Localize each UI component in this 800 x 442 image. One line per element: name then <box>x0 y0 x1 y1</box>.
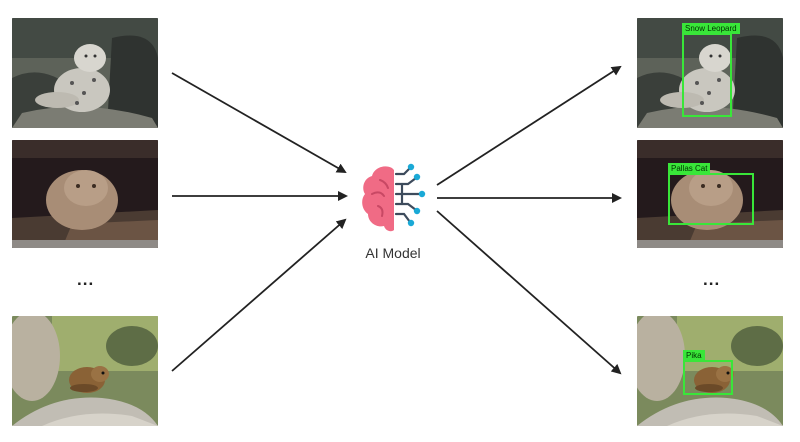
detection-box-snow-leopard: Snow Leopard <box>682 23 740 117</box>
input-ellipsis: ... <box>77 270 95 289</box>
detection-box-pika: Pika <box>683 350 733 395</box>
arrow-input-1-to-model <box>171 72 347 173</box>
detection-label-pika: Pika <box>683 350 705 361</box>
brain-circuit-icon <box>362 163 426 232</box>
output-ellipsis: ... <box>703 270 721 289</box>
detection-label-pallas-cat: Pallas Cat <box>668 163 711 174</box>
arrow-model-to-output-1 <box>436 65 622 186</box>
output-image-pallas-cat: Pallas Cat <box>637 140 783 248</box>
input-image-pallas-cat <box>12 140 158 248</box>
detection-box-pallas-cat: Pallas Cat <box>668 163 754 225</box>
output-image-pika: Pika <box>637 316 783 426</box>
ai-model <box>358 160 430 238</box>
detection-label-snow-leopard: Snow Leopard <box>682 23 740 34</box>
input-image-snow-leopard <box>12 18 158 128</box>
ai-model-label: AI Model <box>365 245 421 261</box>
arrow-input-3-to-model <box>171 218 347 372</box>
input-image-pika <box>12 316 158 426</box>
brain-half <box>362 166 394 232</box>
arrow-model-to-output-3 <box>436 210 622 375</box>
output-image-snow-leopard: Snow Leopard <box>637 18 783 128</box>
